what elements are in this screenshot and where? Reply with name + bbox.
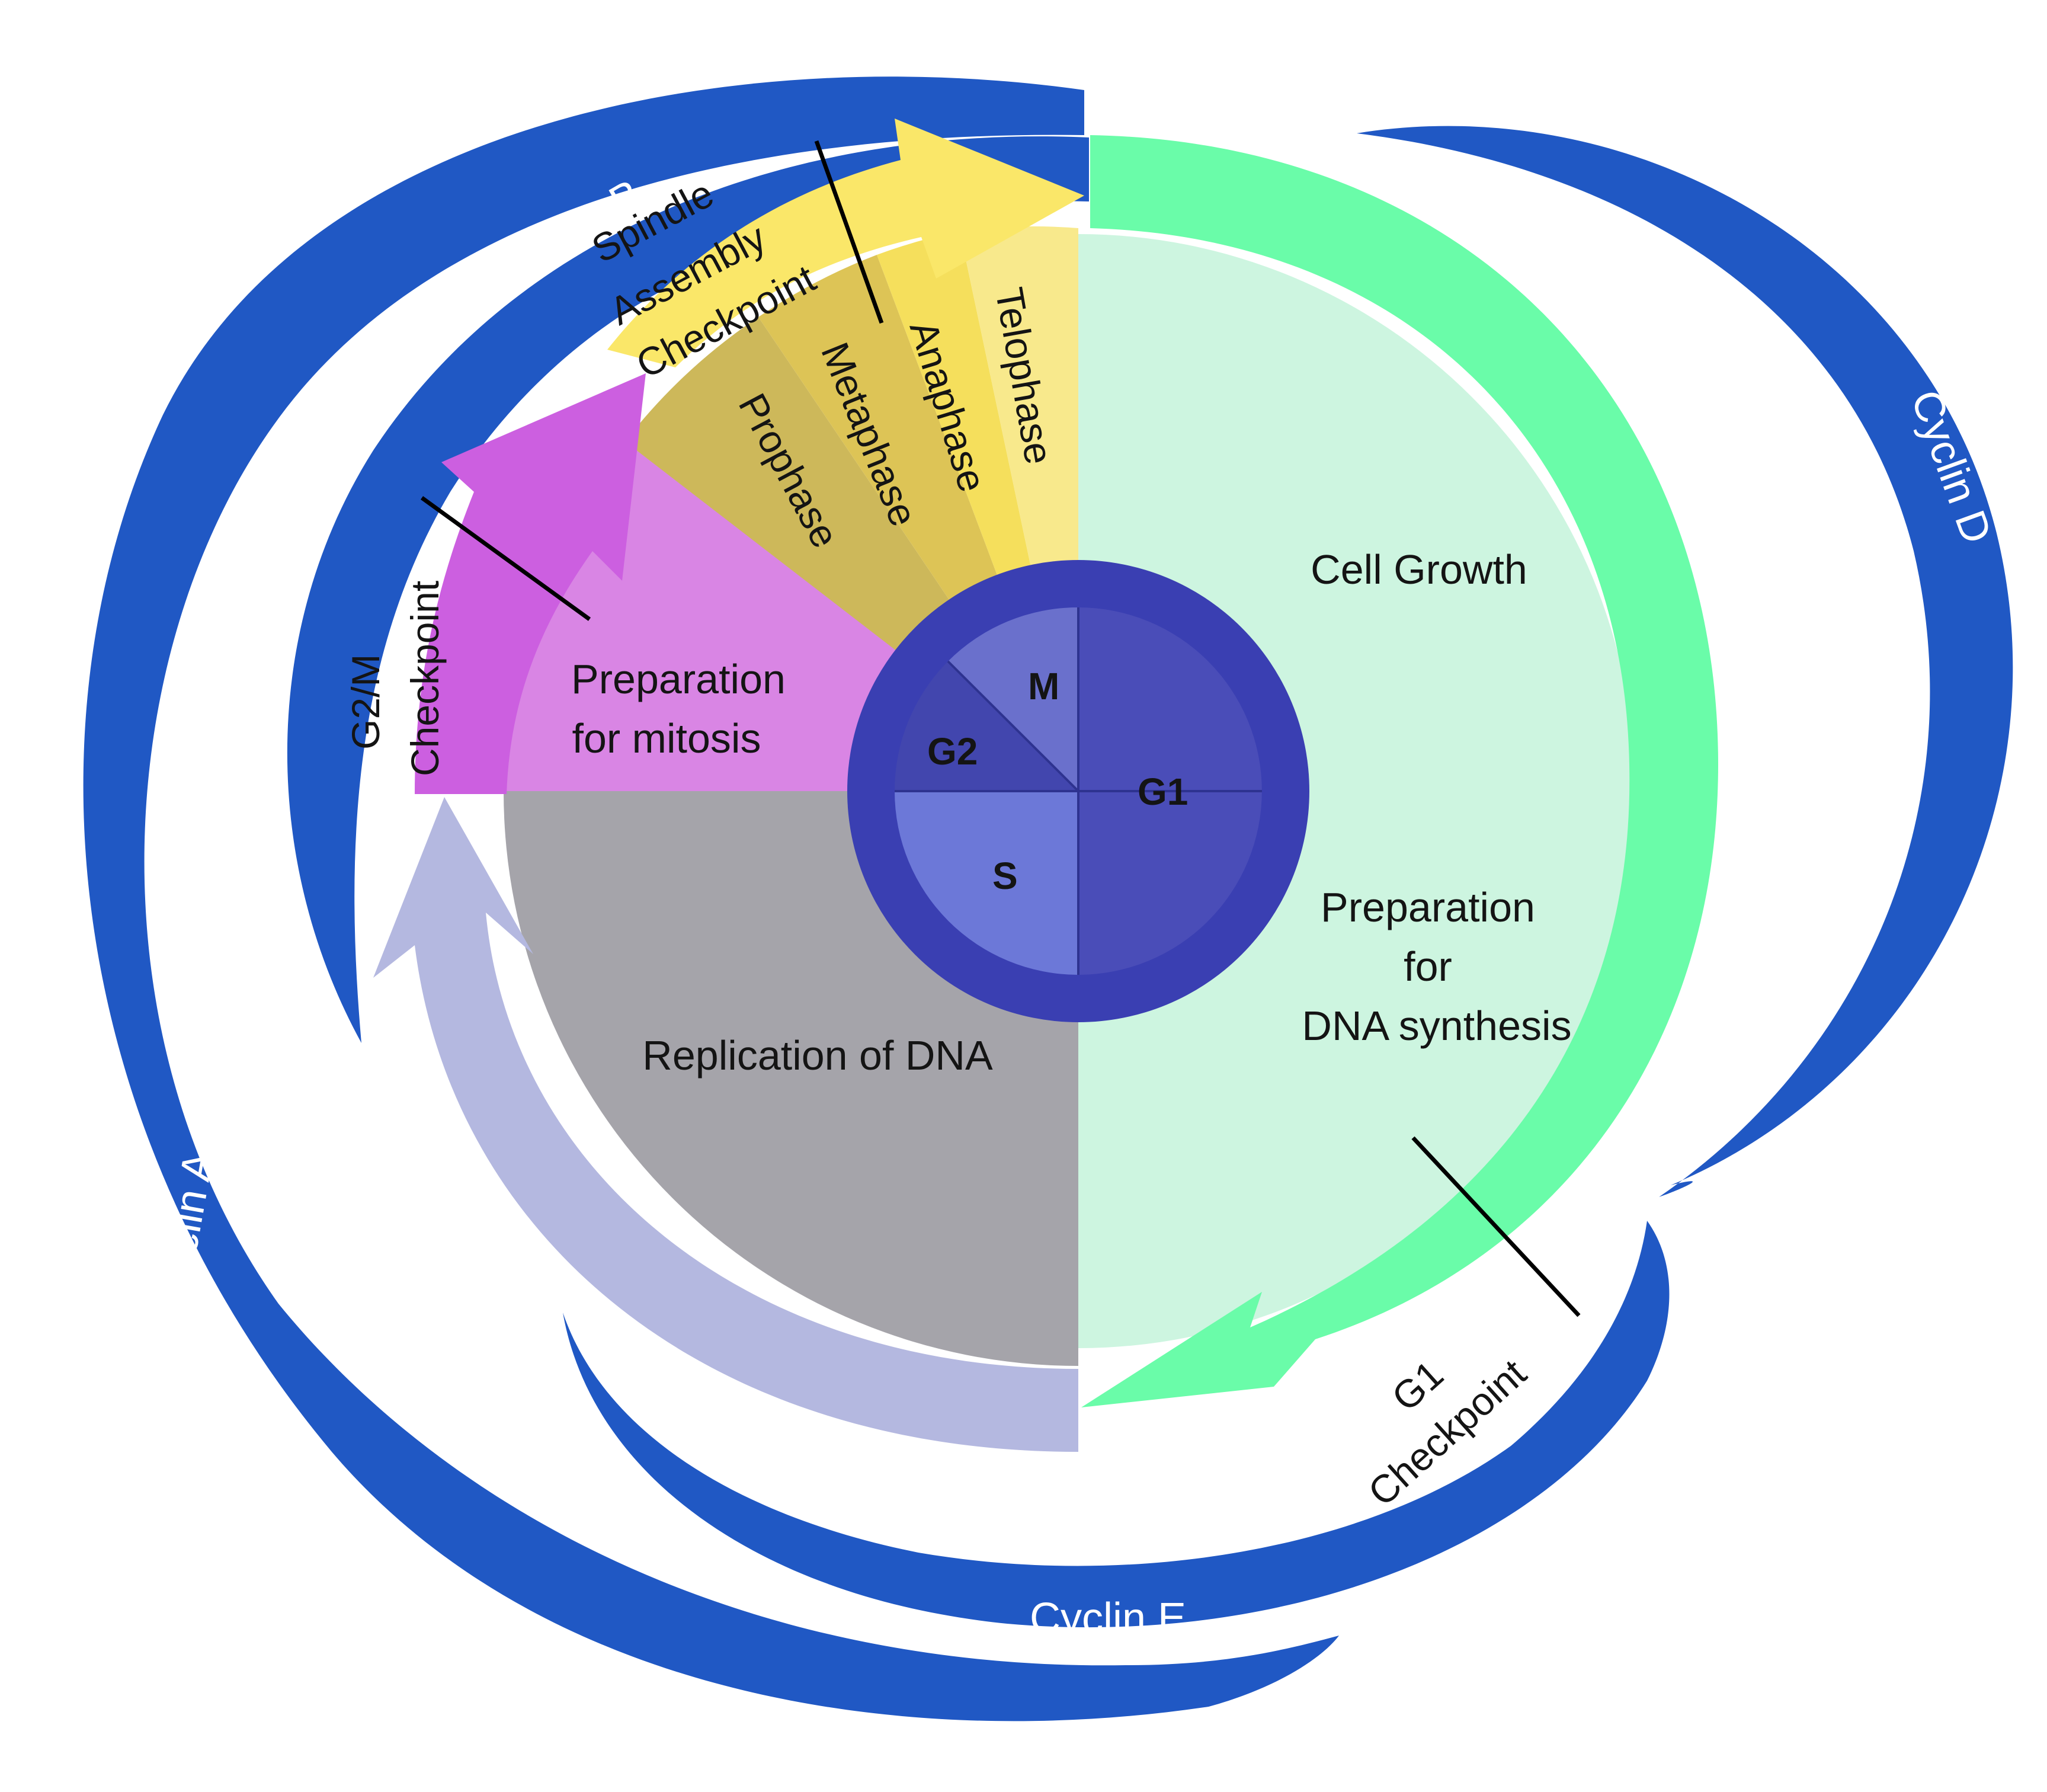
prep-dna-line3: DNA synthesis bbox=[1302, 1003, 1571, 1049]
g1-wedge bbox=[1078, 234, 1635, 1348]
hub-label-g1: G1 bbox=[1138, 770, 1188, 813]
prep-dna-line2: for bbox=[1404, 943, 1452, 990]
m-arrow bbox=[607, 119, 1084, 367]
hub-m bbox=[948, 607, 1078, 791]
g1-arrow bbox=[1081, 135, 1718, 1407]
hub-s bbox=[895, 791, 1078, 975]
hub-g2 bbox=[894, 661, 1078, 791]
hub-label-m: M bbox=[1028, 665, 1059, 708]
cyclin-d-band bbox=[1357, 126, 2013, 1198]
g2m-checkpoint-line bbox=[420, 496, 591, 621]
cyclin-e-band bbox=[563, 1221, 1670, 1628]
hub-label-s: S bbox=[992, 855, 1018, 897]
cyclin-b-band bbox=[287, 136, 1090, 1043]
g2-arrow bbox=[415, 373, 646, 794]
cell-growth-label: Cell Growth bbox=[1311, 546, 1527, 593]
g2m-checkpoint-line2: Checkpoint bbox=[403, 581, 447, 776]
spindle-checkpoint-line bbox=[814, 140, 884, 324]
g1-checkpoint-line bbox=[1411, 1136, 1581, 1317]
prep-dna-line1: Preparation bbox=[1321, 884, 1535, 930]
hub-label-g2: G2 bbox=[927, 730, 978, 773]
s-arrow bbox=[373, 797, 1078, 1452]
prep-mitosis-line2: for mitosis bbox=[572, 715, 761, 761]
cyclin-e-label: Cyclin E bbox=[1030, 1595, 1186, 1642]
g2m-checkpoint-line1: G2/M bbox=[344, 654, 387, 750]
prep-mitosis-line1: Preparation bbox=[571, 656, 786, 702]
replication-label: Replication of DNA bbox=[642, 1032, 993, 1079]
